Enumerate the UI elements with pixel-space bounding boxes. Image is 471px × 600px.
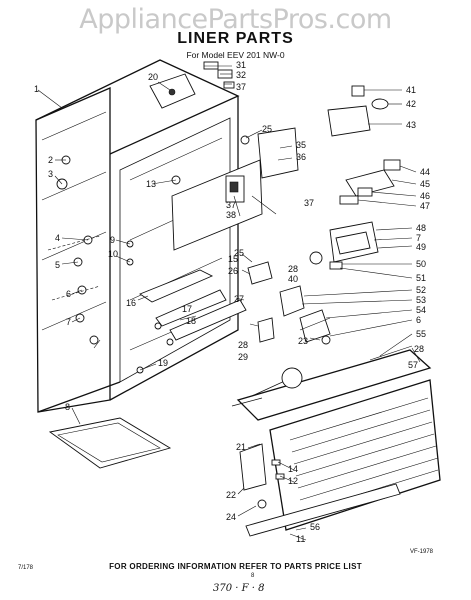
callout-42: 42 bbox=[406, 99, 416, 109]
callout-16: 16 bbox=[126, 298, 136, 308]
callout-51: 51 bbox=[416, 273, 426, 283]
callout-48: 48 bbox=[416, 223, 426, 233]
callout-7b: 7 bbox=[416, 233, 421, 243]
watermark-text: AppliancePartsPros.com bbox=[79, 4, 392, 35]
callout-24: 24 bbox=[226, 512, 236, 522]
callout-15: 15 bbox=[228, 254, 238, 264]
callout-28b: 28 bbox=[238, 340, 248, 350]
callout-41: 41 bbox=[406, 85, 416, 95]
callout-32: 32 bbox=[236, 70, 246, 80]
model-subtitle: For Model EEV 201 NW-0 bbox=[186, 50, 285, 60]
callout-2: 2 bbox=[48, 155, 53, 165]
callout-12: 12 bbox=[288, 476, 298, 486]
callout-29: 29 bbox=[238, 352, 248, 362]
callout-46: 46 bbox=[420, 191, 430, 201]
callout-50: 50 bbox=[416, 259, 426, 269]
fan-motor-assembly bbox=[247, 221, 379, 345]
shelf-rails bbox=[126, 240, 247, 374]
upper-right-parts bbox=[327, 85, 389, 137]
leader-lines bbox=[37, 65, 421, 541]
callout-18: 18 bbox=[186, 316, 196, 326]
callout-56: 56 bbox=[310, 522, 320, 532]
callout-9: 9 bbox=[110, 235, 115, 245]
document-code: 7/178 bbox=[18, 565, 34, 571]
handwritten-mark: 370 · F · 8 bbox=[213, 583, 265, 594]
callout-38: 38 bbox=[226, 210, 236, 220]
callout-35: 35 bbox=[296, 140, 306, 150]
callout-45: 45 bbox=[420, 179, 430, 189]
callout-31: 31 bbox=[236, 60, 246, 70]
callout-47: 47 bbox=[420, 201, 430, 211]
callout-4: 4 bbox=[55, 233, 60, 243]
callout-55: 55 bbox=[416, 329, 426, 339]
callout-27: 27 bbox=[234, 294, 244, 304]
callout-28c: 28 bbox=[414, 344, 424, 354]
callout-6: 6 bbox=[66, 289, 71, 299]
callout-49: 49 bbox=[416, 242, 426, 252]
callout-20: 20 bbox=[148, 72, 158, 82]
callout-22: 22 bbox=[226, 490, 236, 500]
back-panel-parts bbox=[171, 127, 299, 251]
callout-13: 13 bbox=[146, 179, 156, 189]
diagram-title: LINER PARTS bbox=[177, 30, 294, 47]
callout-37c: 37 bbox=[304, 198, 314, 208]
callout-11: 11 bbox=[296, 534, 305, 544]
callout-52: 52 bbox=[416, 285, 426, 295]
callout-37b: 37 bbox=[226, 200, 236, 210]
callout-8: 8 bbox=[65, 402, 70, 412]
callout-1: 1 bbox=[34, 84, 39, 94]
callout-labels: 1 2 3 4 5 6 7 8 9 10 11 12 13 14 15 16 1… bbox=[34, 60, 430, 544]
callout-10: 10 bbox=[108, 249, 118, 259]
drain-pan bbox=[48, 417, 172, 469]
ordering-note: FOR ORDERING INFORMATION REFER TO PARTS … bbox=[109, 562, 362, 571]
callout-21: 21 bbox=[236, 442, 246, 452]
callout-28a: 28 bbox=[288, 264, 298, 274]
callout-37a: 37 bbox=[236, 82, 246, 92]
callout-57: 57 bbox=[408, 360, 418, 370]
callout-26: 26 bbox=[228, 266, 238, 276]
callout-53: 53 bbox=[416, 295, 426, 305]
front-grille-assembly bbox=[231, 349, 441, 537]
control-bracket-parts bbox=[339, 159, 401, 205]
callout-44: 44 bbox=[420, 167, 430, 177]
callout-23: 23 bbox=[298, 336, 308, 346]
callout-40: 40 bbox=[288, 274, 298, 284]
callout-36: 36 bbox=[296, 152, 306, 162]
callout-17: 17 bbox=[182, 304, 192, 314]
callout-7: 7 bbox=[66, 317, 71, 327]
callout-25b: 25 bbox=[234, 248, 244, 258]
callout-14: 14 bbox=[288, 464, 298, 474]
callout-3: 3 bbox=[48, 169, 53, 179]
callout-19: 19 bbox=[158, 358, 168, 368]
page-number: 8 bbox=[251, 573, 255, 579]
callout-6b: 6 bbox=[416, 315, 421, 325]
figure-code: VF-1978 bbox=[410, 549, 434, 555]
callout-5: 5 bbox=[55, 260, 60, 270]
callout-25a: 25 bbox=[262, 124, 272, 134]
callout-54: 54 bbox=[416, 305, 426, 315]
callout-43: 43 bbox=[406, 120, 416, 130]
